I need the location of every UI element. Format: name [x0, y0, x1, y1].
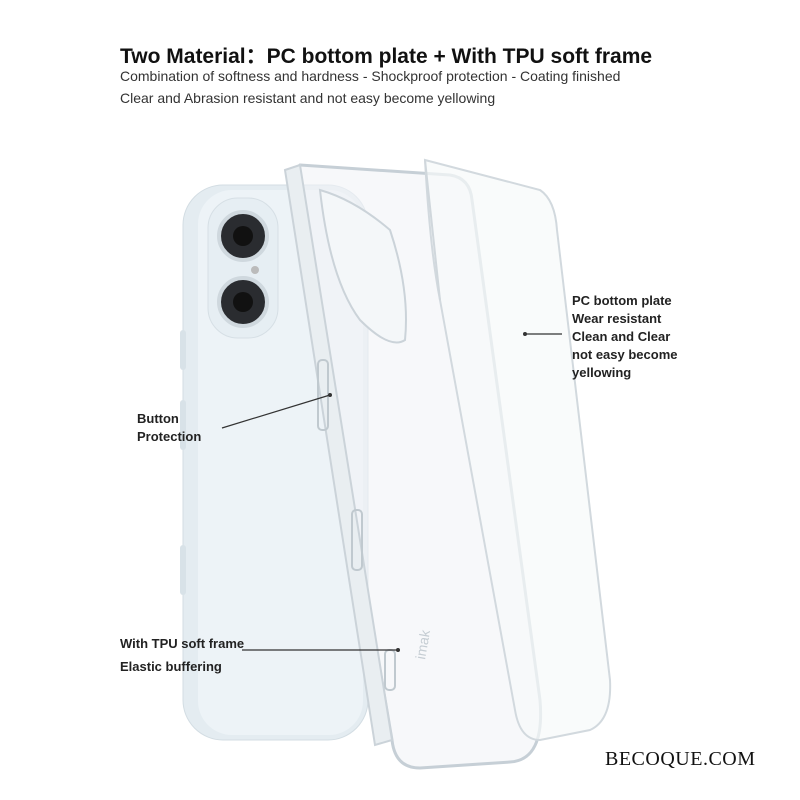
callout-text: Elastic buffering	[120, 659, 222, 674]
case-logo: imak	[412, 628, 433, 661]
callout-text: Clean and Clear	[572, 329, 671, 344]
pc-plate-callout: PC bottom plate Wear resistant Clean and…	[572, 292, 678, 382]
callout-text: Button	[137, 411, 179, 426]
callout-text: not easy become	[572, 347, 678, 362]
pc-bottom-plate	[423, 158, 612, 742]
page-title: Two Material：PC bottom plate + With TPU …	[120, 45, 653, 68]
callout-text: With TPU soft frame	[120, 636, 245, 651]
button-protection-callout: Button Protection	[137, 410, 201, 446]
callout-text: yellowing	[572, 365, 632, 380]
subtitle-line-2: Clear and Abrasion resistant and not eas…	[120, 90, 496, 106]
tpu-frame-callout: With TPU soft frame Elastic buffering	[120, 632, 244, 678]
callout-text: Protection	[137, 429, 202, 444]
callout-text: Wear resistant	[572, 311, 662, 326]
callout-text: PC bottom plate	[572, 293, 672, 308]
subtitle-line-1: Combination of softness and hardness - S…	[120, 68, 621, 84]
button-callout-line	[221, 394, 331, 429]
watermark: BECOQUE.COM	[605, 748, 756, 770]
